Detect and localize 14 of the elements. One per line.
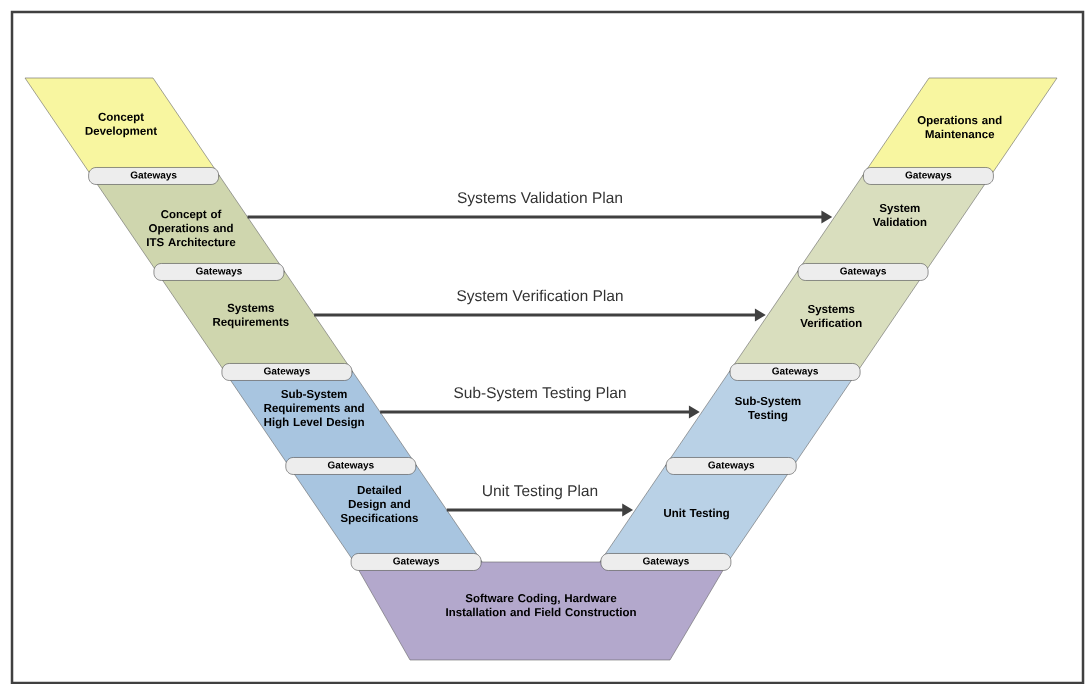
gateway-pill: Gateways	[88, 167, 219, 185]
edge-label: Systems Validation Plan	[456, 190, 624, 208]
gateway-pill: Gateways	[863, 167, 994, 185]
gateway-pill: Gateways	[729, 363, 861, 381]
gateway-pill: Gateways	[665, 457, 797, 475]
gateway-pill: Gateways	[285, 457, 417, 475]
gateway-pill: Gateways	[221, 363, 353, 381]
gateway-pill: Gateways	[153, 263, 285, 281]
edge-label: System Verification Plan	[455, 288, 625, 306]
gateway-pill: Gateways	[797, 263, 929, 281]
gateway-pill: Gateways	[600, 553, 732, 571]
edge-label: Unit Testing Plan	[480, 483, 600, 501]
edge-label: Sub-System Testing Plan	[452, 385, 628, 403]
gateway-pill: Gateways	[350, 553, 482, 571]
